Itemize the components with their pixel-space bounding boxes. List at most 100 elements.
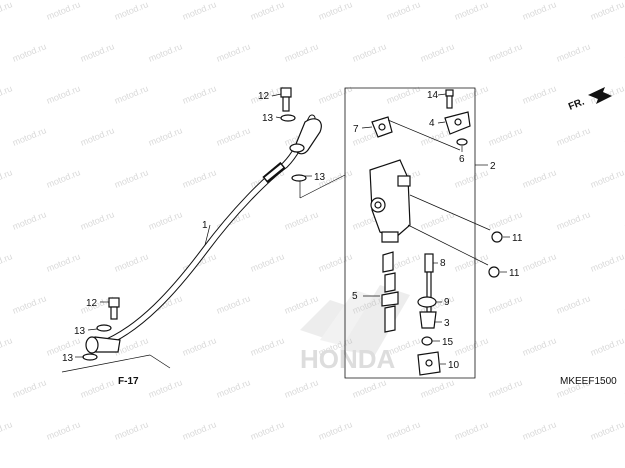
nut-15 (421, 336, 433, 346)
watermark-text: motod.ru (45, 0, 82, 22)
watermark-text: motod.ru (521, 419, 558, 442)
reference-label: F-17 (118, 376, 139, 387)
watermark-text: motod.ru (589, 0, 625, 22)
watermark-text: motod.ru (45, 251, 82, 274)
watermark-text: motod.ru (453, 335, 490, 358)
watermark-text: motod.ru (249, 335, 286, 358)
watermark-text: motod.ru (453, 167, 490, 190)
watermark-text: motod.ru (11, 293, 48, 316)
watermark-text: motod.ru (555, 41, 592, 64)
sealing-washer-lower-b (82, 353, 98, 361)
watermark-text: motod.ru (385, 0, 422, 22)
hose-part-1 (96, 114, 316, 349)
watermark-text: motod.ru (79, 209, 116, 232)
watermark-text: motod.ru (453, 419, 490, 442)
watermark-text: motod.ru (283, 41, 320, 64)
watermark-text: motod.ru (419, 377, 456, 400)
watermark-text: motod.ru (249, 0, 286, 22)
sealing-washer-upper-b (291, 174, 307, 182)
watermark-text: motod.ru (181, 419, 218, 442)
o-ring-6 (456, 138, 468, 146)
watermark-text: motod.ru (79, 41, 116, 64)
callout-10: 10 (448, 360, 460, 371)
callout-5: 5 (352, 291, 358, 302)
watermark-text: motod.ru (317, 83, 354, 106)
watermark-text: motod.ru (11, 41, 48, 64)
ring-3 (419, 311, 437, 329)
watermark-text: motod.ru (45, 419, 82, 442)
callout-2: 2 (490, 161, 496, 172)
watermark-text: motod.ru (487, 377, 524, 400)
watermark-text: motod.ru (79, 377, 116, 400)
watermark-text: motod.ru (419, 41, 456, 64)
watermark-text: motod.ru (181, 167, 218, 190)
callout-12-lower: 12 (86, 298, 98, 309)
hose-joint-7 (371, 116, 393, 138)
watermark-text: motod.ru (0, 335, 14, 358)
watermark-text: motod.ru (521, 83, 558, 106)
watermark-text: motod.ru (181, 83, 218, 106)
callout-15: 15 (442, 337, 454, 348)
watermark-text: motod.ru (249, 251, 286, 274)
watermark-text: motod.ru (351, 41, 388, 64)
watermark-text: motod.ru (11, 125, 48, 148)
honda-brand-watermark: HONDA (300, 344, 396, 374)
bolt-14 (445, 89, 454, 109)
watermark-text: motod.ru (249, 419, 286, 442)
callout-1: 1 (202, 220, 208, 231)
callout-9: 9 (444, 297, 450, 308)
watermark-text: motod.ru (453, 83, 490, 106)
callout-11-b: 11 (509, 268, 520, 279)
watermark-text: motod.ru (317, 419, 354, 442)
watermark-text: motod.ru (215, 377, 252, 400)
watermark-text: motod.ru (555, 293, 592, 316)
watermark-text: motod.ru (147, 377, 184, 400)
callout-13-lower-b: 13 (62, 353, 74, 364)
spring-piston-5 (381, 251, 399, 333)
callout-4: 4 (429, 118, 435, 129)
watermark-text: motod.ru (11, 209, 48, 232)
callout-8: 8 (440, 258, 446, 269)
watermark-text: motod.ru (487, 41, 524, 64)
watermark-text: motod.ru (147, 209, 184, 232)
watermark-text: motod.ru (0, 0, 14, 22)
watermark-text: motod.ru (147, 41, 184, 64)
watermark-text: motod.ru (555, 125, 592, 148)
plate-4 (444, 111, 471, 135)
watermark-text: motod.ru (351, 377, 388, 400)
watermark-text: motod.ru (45, 167, 82, 190)
watermark-text: motod.ru (79, 125, 116, 148)
watermark-text: motod.ru (0, 251, 14, 274)
watermark-text: motod.ru (113, 251, 150, 274)
master-cylinder-body (369, 159, 411, 243)
watermark-text: motod.ru (589, 167, 625, 190)
watermark-text: motod.ru (589, 335, 625, 358)
sealing-washer-upper-a (280, 114, 296, 122)
front-direction-label: FR. (567, 96, 586, 112)
watermark-text: motod.ru (555, 209, 592, 232)
watermark-text: motod.ru (113, 419, 150, 442)
bolt-11-a (409, 194, 503, 243)
watermark-text: motod.ru (487, 293, 524, 316)
watermark-text: motod.ru (113, 0, 150, 22)
lower-banjo-fitting (85, 336, 121, 354)
diagram-code: MKEEF1500 (560, 376, 617, 387)
watermark-text: motod.ru (113, 167, 150, 190)
front-direction-arrow-icon (588, 87, 612, 104)
callout-7: 7 (353, 124, 359, 135)
watermark-text: motod.ru (215, 125, 252, 148)
boot-9 (417, 296, 437, 308)
watermark-text: motod.ru (453, 0, 490, 22)
upper-banjo-fitting (289, 118, 322, 155)
watermark-text: motod.ru (317, 0, 354, 22)
banjo-bolt-upper (280, 87, 292, 112)
watermark-layer: motod.ru motod.ru motod.ru motod.ru motod.ru… (0, 0, 625, 442)
watermark-text: motod.ru (147, 125, 184, 148)
watermark-text: motod.ru (589, 251, 625, 274)
callout-13-upper-b: 13 (314, 172, 326, 183)
watermark-text: motod.ru (521, 167, 558, 190)
banjo-bolt-lower (108, 297, 120, 320)
watermark-text: motod.ru (453, 251, 490, 274)
